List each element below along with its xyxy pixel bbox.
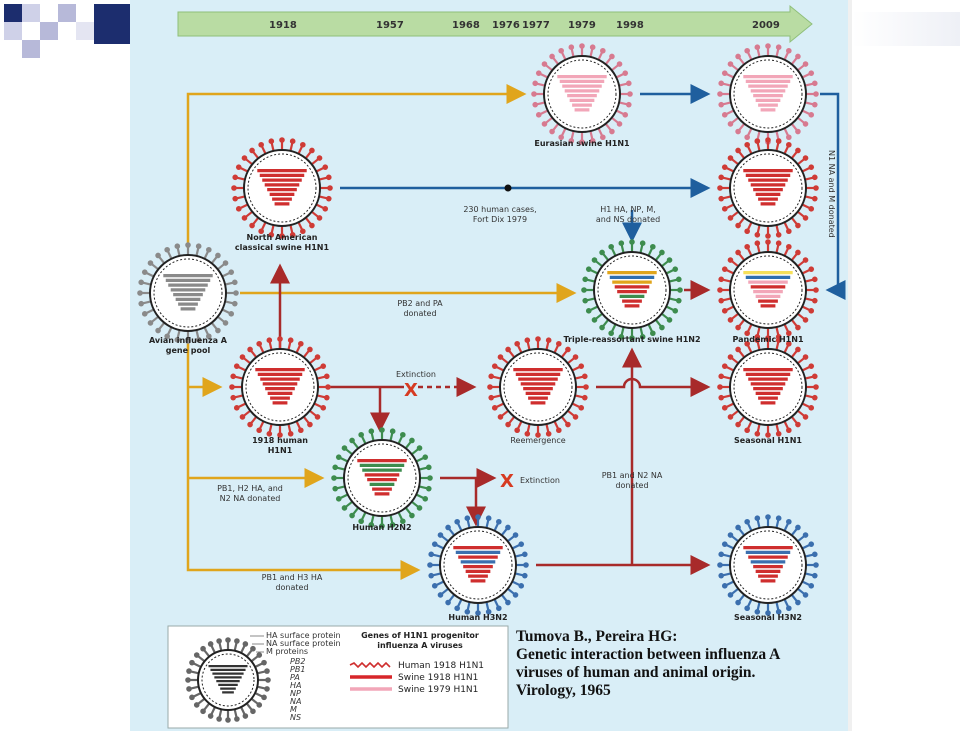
legend-item: Human 1918 H1N1	[349, 661, 484, 671]
year-label: 1957	[376, 20, 404, 31]
timeline-years: 1918 1957 1968 1976 1977 1979 1998 2009	[269, 20, 780, 31]
legend-item-label: Swine 1979 H1N1	[398, 685, 478, 695]
label-triple: Triple-reassortant swine H1N2	[563, 335, 700, 344]
virus-seasonal-h3n2	[717, 514, 819, 616]
legend-item: Swine 1918 H1N1	[350, 673, 478, 683]
legend-gene-label: NS	[290, 713, 301, 722]
legend-gene-label: NP	[290, 689, 301, 698]
virus-seasonal-h1n1	[717, 336, 819, 438]
year-label: 1979	[568, 20, 596, 31]
virus-2009-eurasian	[717, 43, 819, 145]
legend-protein-label: HA surface protein	[266, 631, 341, 640]
fortdix-dot	[504, 184, 512, 192]
note-pb2pa: donated	[403, 309, 436, 318]
legend-gene-label: PA	[290, 673, 300, 682]
note-fortdix: 230 human cases,	[463, 205, 536, 214]
header-fade	[852, 12, 960, 46]
note-h1ha: H1 HA, NP, M,	[600, 205, 656, 214]
legend-title: Genes of H1N1 progenitor	[361, 631, 479, 640]
swine-lineage-arrows	[340, 84, 846, 300]
note-h1ha: and NS donated	[596, 215, 660, 224]
virus-h3n2	[427, 514, 529, 616]
note-pb1n2: PB1 and N2 NA	[602, 471, 663, 480]
note-pb1h3: donated	[275, 583, 308, 592]
legend-item-label: Swine 1918 H1N1	[398, 673, 478, 683]
year-label: 1968	[452, 20, 480, 31]
virus-avian	[137, 242, 239, 344]
legend-virus-icon	[185, 637, 271, 723]
virus-1918	[229, 336, 331, 438]
virus-reemergence	[487, 336, 589, 438]
note-pb1h3: PB1 and H3 HA	[262, 573, 323, 582]
citation-line: Genetic interaction between influenza A	[516, 646, 781, 663]
note-pb2pa: PB2 and PA	[397, 299, 443, 308]
citation-line: Virology, 1965	[516, 682, 611, 699]
year-label: 2009	[752, 20, 780, 31]
corner-decoration	[0, 0, 130, 60]
protein-labels: HA surface protein NA surface protein M …	[250, 631, 341, 656]
label-1918: 1918 human	[252, 436, 308, 445]
label-pandemic: Pandemic H1N1	[732, 335, 803, 344]
citation-line: viruses of human and animal origin.	[516, 664, 756, 681]
note-pb1h2: N2 NA donated	[220, 494, 281, 503]
virus-eurasian	[531, 43, 633, 145]
note-pb1n2: donated	[615, 481, 648, 490]
gene-labels: PB2 PB1 PA HA NP NA M NS	[290, 657, 305, 722]
legend-protein-label: M proteins	[266, 647, 308, 656]
year-label: 1977	[522, 20, 550, 31]
avian-lineage-arrows	[186, 84, 577, 580]
year-label: 1976	[492, 20, 520, 31]
legend-box: HA surface protein NA surface protein M …	[167, 625, 509, 729]
label-na-classical: North American	[247, 233, 318, 242]
legend-gene-label: M	[290, 705, 297, 714]
panel-edge	[848, 0, 852, 731]
label-avian: gene pool	[166, 346, 211, 355]
virus-triple	[581, 239, 683, 341]
legend-item-label: Human 1918 H1N1	[398, 661, 484, 671]
timeline-arrow	[177, 4, 813, 44]
label-avian: Avian influenza A	[149, 336, 228, 345]
legend-protein-label: NA surface protein	[266, 639, 341, 648]
note-fortdix: Fort Dix 1979	[473, 215, 527, 224]
virus-pandemic	[717, 239, 819, 341]
red-lineage-arrows	[270, 263, 711, 575]
virus-particles	[137, 43, 819, 616]
note-extinction: Extinction	[396, 370, 436, 379]
extinction-x: X	[500, 471, 514, 492]
year-label: 1998	[616, 20, 644, 31]
label-seasonal-h3n2: Seasonal H3N2	[734, 613, 802, 622]
legend-gene-label: PB1	[290, 665, 305, 674]
legend-item: Swine 1979 H1N1	[350, 685, 478, 695]
label-reemergence: Reemergence	[510, 436, 565, 445]
virus-h2n2	[331, 427, 433, 529]
legend-title: influenza A viruses	[377, 641, 463, 650]
legend-gene-label: HA	[290, 681, 302, 690]
citation-line: Tumova B., Pereira HG:	[516, 628, 678, 645]
note-n1na: N1 NA and M donated	[827, 150, 836, 238]
label-h3n2: Human H3N2	[448, 613, 507, 622]
note-extinction: Extinction	[520, 476, 560, 485]
year-label: 1918	[269, 20, 297, 31]
label-na-classical: classical swine H1N1	[235, 243, 330, 252]
label-seasonal-h1n1: Seasonal H1N1	[734, 436, 802, 445]
legend-gene-label: NA	[290, 697, 301, 706]
extinction-x: X	[404, 380, 418, 401]
label-eurasian: Eurasian swine H1N1	[534, 139, 630, 148]
label-1918: H1N1	[268, 446, 293, 455]
virus-2009-classical	[717, 137, 819, 239]
virus-na-classical	[231, 137, 333, 239]
label-h2n2: Human H2N2	[352, 523, 411, 532]
legend-gene-label: PB2	[290, 657, 305, 666]
annotation-notes: 230 human cases, Fort Dix 1979 H1 HA, NP…	[217, 150, 836, 592]
citation: Tumova B., Pereira HG: Genetic interacti…	[516, 628, 846, 700]
note-pb1h2: PB1, H2 HA, and	[217, 484, 283, 493]
node-labels: Avian influenza A gene pool North Americ…	[149, 139, 804, 622]
